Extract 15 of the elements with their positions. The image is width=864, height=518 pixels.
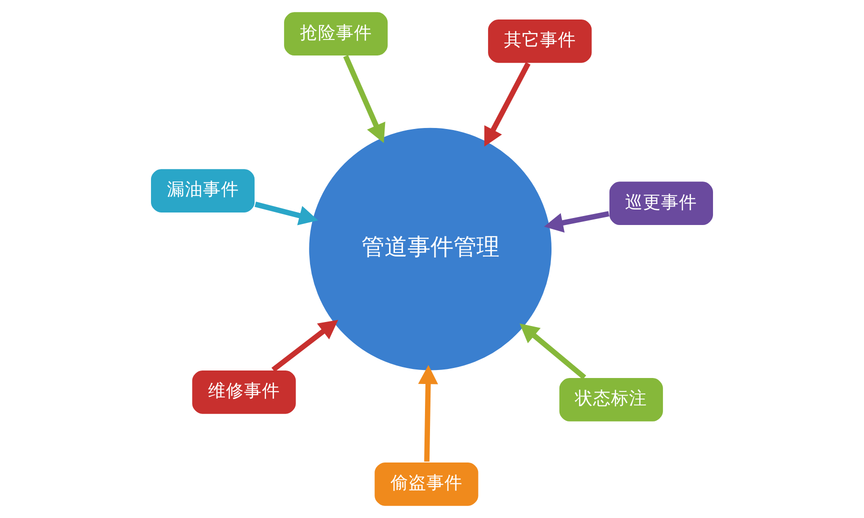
arrow: [272, 320, 338, 372]
node-box: 维修事件: [191, 370, 297, 415]
arrow: [484, 62, 530, 147]
node-box: 状态标注: [558, 377, 664, 422]
arrow: [520, 323, 586, 380]
arrow: [544, 211, 610, 233]
arrow: [254, 202, 318, 226]
node-box: 抢险事件: [283, 11, 389, 56]
node-circle: 管道事件管理: [308, 127, 552, 372]
node-box: 漏油事件: [150, 168, 256, 214]
arrow: [343, 54, 386, 143]
arrow: [418, 365, 438, 462]
node-box: 偷盗事件: [374, 462, 480, 507]
node-box: 巡更事件: [608, 180, 714, 226]
node-box: 其它事件: [487, 18, 593, 64]
